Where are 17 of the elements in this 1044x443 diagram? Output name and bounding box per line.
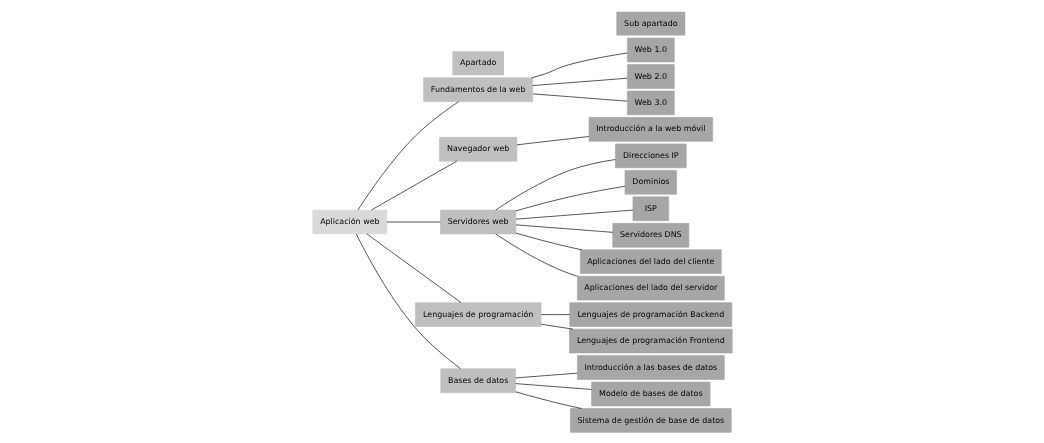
connector — [514, 390, 582, 409]
connector — [531, 77, 627, 86]
connector — [494, 158, 616, 210]
connector — [531, 52, 628, 78]
connector — [366, 233, 461, 303]
connector — [515, 232, 582, 250]
connector — [514, 382, 592, 390]
connector — [516, 135, 589, 145]
connector — [514, 372, 578, 378]
connector — [357, 100, 459, 210]
connector — [494, 233, 578, 277]
connector — [370, 160, 457, 210]
connector — [355, 233, 461, 369]
connector — [515, 209, 633, 219]
connector — [540, 323, 573, 329]
connector — [515, 185, 625, 211]
connector — [531, 93, 627, 101]
